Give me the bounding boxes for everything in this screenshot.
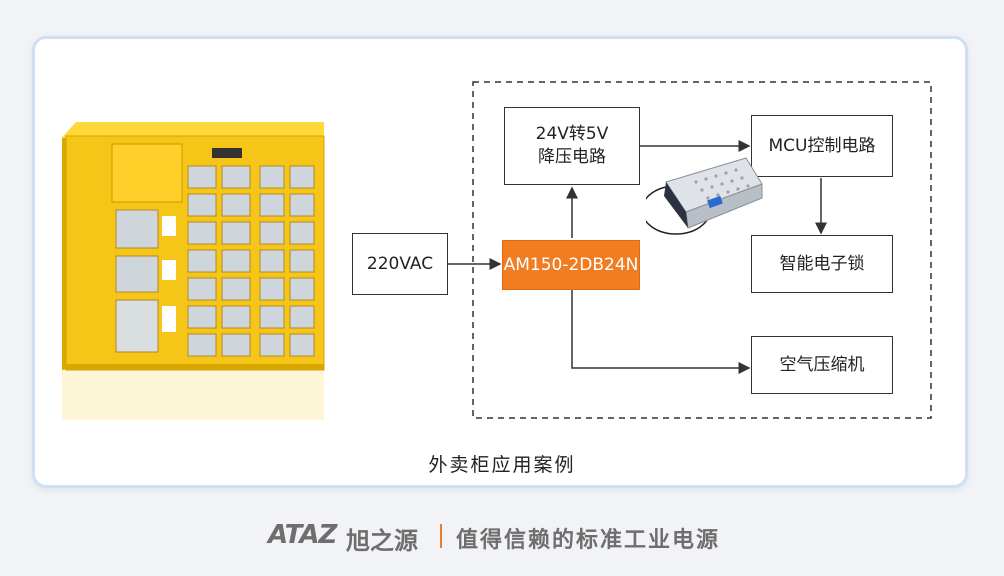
footer-slogan: 值得信赖的标准工业电源 [456,522,720,554]
logo-text: ATAZ [268,520,336,550]
mcu-label: MCU控制电路 [769,135,876,158]
mcu-box: MCU控制电路 [751,115,893,177]
lock-label: 智能电子锁 [780,253,865,276]
input-220vac-label: 220VAC [367,253,433,276]
ataz-logo: ATAZ [268,520,336,550]
converter-label-line2: 降压电路 [538,146,606,169]
brand-name: 旭之源 [346,521,418,556]
psu-model-box: AM150-2DB24N [502,240,640,290]
compressor-label: 空气压缩机 [780,354,865,377]
lock-box: 智能电子锁 [751,235,893,293]
diagram-caption: 外卖柜应用案例 [0,450,1004,477]
locker-cabinet-image [62,120,332,420]
compressor-box: 空气压缩机 [751,336,893,394]
power-supply-image [646,154,764,236]
converter-label-line1: 24V转5V [536,123,609,146]
footer-separator [440,524,442,548]
psu-model-label: AM150-2DB24N [504,254,639,277]
converter-box: 24V转5V 降压电路 [504,107,640,185]
input-220vac-box: 220VAC [352,233,448,295]
